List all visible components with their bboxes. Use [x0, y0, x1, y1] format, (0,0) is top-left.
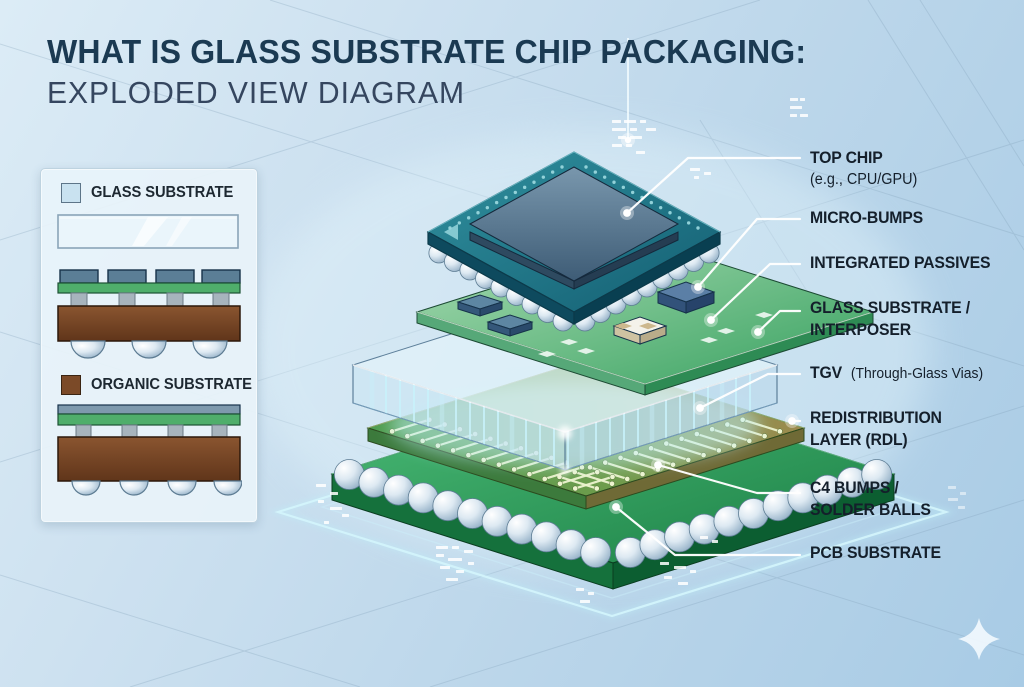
callout-title: GLASS SUBSTRATE / [810, 298, 970, 317]
callout-title: TGV [810, 363, 842, 382]
callout-rdl: REDISTRIBUTION LAYER (RDL) [810, 407, 942, 451]
glass-bar-illustration [57, 214, 239, 249]
legend-item-glass: GLASS SUBSTRATE [61, 183, 241, 203]
chip-rim-pads [448, 165, 700, 230]
top-chip [426, 151, 722, 326]
callout-pcb-substrate: PCB SUBSTRATE [810, 542, 941, 564]
digital-bits-decor [316, 98, 966, 603]
legend-item-organic: ORGANIC SUBSTRATE [61, 375, 260, 395]
callout-subtitle: LAYER (RDL) [810, 430, 908, 449]
callout-subtitle: (Through-Glass Vias) [850, 365, 984, 382]
callout-title: MICRO-BUMPS [810, 208, 924, 227]
pin1-notch [444, 224, 458, 240]
callout-subtitle: SOLDER BALLS [810, 500, 931, 519]
callout-micro-bumps: MICRO-BUMPS [810, 207, 923, 229]
callout-integrated-passives: INTEGRATED PASSIVES [810, 252, 991, 274]
chip-die [468, 166, 680, 290]
page-subtitle: EXPLODED VIEW DIAGRAM [47, 75, 466, 110]
callout-title: PCB SUBSTRATE [810, 543, 941, 562]
leader-dots [609, 206, 799, 514]
organic-substrate-swatch [61, 375, 81, 395]
glass-substrate-swatch [61, 183, 81, 203]
legend-label-glass: GLASS SUBSTRATE [91, 184, 234, 201]
glass-package-cross-section [57, 269, 241, 359]
callout-title: C4 BUMPS / [810, 478, 899, 497]
callout-glass-substrate: GLASS SUBSTRATE / INTERPOSER [810, 297, 970, 341]
sparkle-icon [958, 618, 1000, 660]
legend-panel: GLASS SUBSTRATE [40, 168, 258, 523]
callout-title: REDISTRIBUTION [810, 408, 942, 427]
organic-package-cross-section [57, 404, 242, 496]
page-title: WHAT IS GLASS SUBSTRATE CHIP PACKAGING: [47, 33, 807, 70]
callout-subtitle: INTERPOSER [810, 320, 911, 339]
legend-label-organic: ORGANIC SUBSTRATE [91, 376, 252, 393]
callout-subtitle: (e.g., CPU/GPU) [810, 171, 918, 188]
leader-lines [614, 156, 802, 557]
callout-title: TOP CHIP [810, 148, 883, 167]
callout-tgv: TGV (Through-Glass Vias) [810, 362, 983, 385]
callout-top-chip: TOP CHIP (e.g., CPU/GPU) [810, 147, 917, 190]
callout-c4-bumps: C4 BUMPS / SOLDER BALLS [810, 477, 931, 521]
c4-solder-balls [333, 459, 893, 568]
callout-title: INTEGRATED PASSIVES [810, 253, 991, 272]
